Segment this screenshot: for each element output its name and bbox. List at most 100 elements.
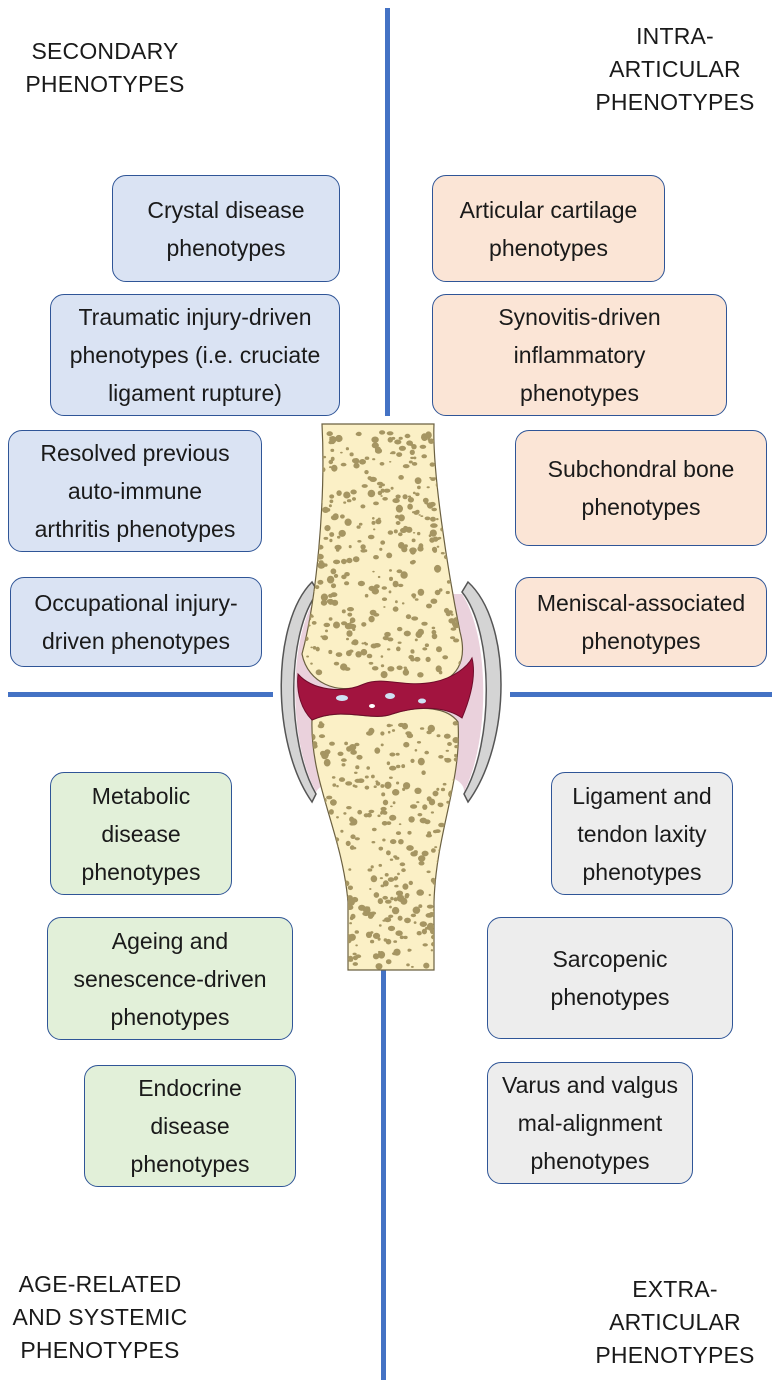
bone-pore bbox=[372, 666, 379, 670]
secondary-box-occupational-injury: Occupational injury- driven phenotypes bbox=[10, 577, 262, 667]
bone-pore bbox=[344, 881, 350, 887]
bone-pore bbox=[378, 576, 381, 578]
bone-pore bbox=[310, 509, 316, 515]
bone-pore bbox=[417, 486, 421, 490]
bone-pore bbox=[321, 892, 326, 896]
bone-pore bbox=[396, 521, 401, 525]
bone-pore bbox=[389, 777, 393, 779]
bone-pore bbox=[386, 850, 391, 855]
bone-pore bbox=[323, 456, 327, 458]
bone-pore bbox=[383, 636, 389, 640]
bone-pore bbox=[329, 504, 332, 507]
bone-pore bbox=[430, 462, 435, 466]
bone-pore bbox=[360, 504, 365, 508]
bone-pore bbox=[348, 907, 351, 910]
bone-pore bbox=[413, 532, 415, 534]
bone-pore bbox=[320, 893, 325, 899]
bone-pore bbox=[334, 961, 339, 965]
bone-pore bbox=[327, 576, 334, 584]
bone-pore bbox=[344, 581, 349, 585]
bone-pore bbox=[365, 457, 370, 460]
bone-pore bbox=[338, 752, 344, 756]
bone-pore bbox=[407, 504, 413, 510]
bone-pore bbox=[381, 671, 388, 678]
bone-pore bbox=[361, 622, 366, 627]
bone-pore bbox=[454, 754, 457, 757]
bone-pore bbox=[318, 467, 326, 473]
bone-pore bbox=[410, 450, 415, 455]
bone-pore bbox=[425, 643, 429, 647]
bone-pore bbox=[352, 497, 356, 501]
bone-pore bbox=[350, 490, 356, 495]
bone-pore bbox=[381, 655, 384, 658]
bone-pore bbox=[455, 853, 459, 856]
bone-pore bbox=[398, 642, 402, 644]
bone-pore bbox=[460, 488, 463, 490]
bone-pore bbox=[368, 537, 370, 539]
bone-pore bbox=[455, 816, 462, 820]
bone-pore bbox=[384, 489, 391, 493]
bone-pore bbox=[395, 600, 398, 603]
bone-pore bbox=[378, 898, 383, 904]
bone-pore bbox=[426, 657, 431, 662]
bone-pore bbox=[408, 497, 414, 503]
bone-pore bbox=[300, 565, 307, 572]
bone-pore bbox=[454, 832, 461, 836]
bone-pore bbox=[355, 944, 358, 946]
bone-pore bbox=[362, 642, 365, 644]
bone-pore bbox=[323, 856, 328, 860]
bone-pore bbox=[326, 931, 332, 936]
bone-pore bbox=[337, 948, 342, 952]
bone-pore bbox=[437, 944, 441, 947]
bone-pore bbox=[369, 477, 377, 482]
bone-pore bbox=[390, 897, 393, 901]
bone-pore bbox=[314, 848, 318, 851]
bone-pore bbox=[315, 539, 319, 542]
bone-pore bbox=[436, 788, 439, 791]
bone-pore bbox=[438, 803, 442, 807]
bone-pore bbox=[447, 482, 454, 488]
bone-pore bbox=[400, 898, 407, 905]
bone-pore bbox=[435, 590, 441, 595]
bone-pore bbox=[447, 509, 452, 513]
bone-pore bbox=[415, 639, 418, 642]
bone-pore bbox=[419, 543, 424, 548]
bone-pore bbox=[392, 952, 397, 955]
bone-pore bbox=[385, 873, 389, 877]
bone-pore bbox=[353, 953, 357, 956]
bone-pore bbox=[415, 493, 419, 497]
bone-pore bbox=[440, 942, 447, 946]
divider-horizontal-right bbox=[510, 692, 772, 697]
bone-pore bbox=[426, 604, 432, 609]
bone-pore bbox=[380, 731, 384, 735]
bone-pore bbox=[429, 894, 431, 896]
bone-pore bbox=[455, 622, 458, 625]
bone-pore bbox=[376, 963, 383, 969]
bone-pore bbox=[410, 851, 417, 856]
bone-pore bbox=[374, 584, 380, 588]
bone-pore bbox=[353, 956, 358, 961]
bone-pore bbox=[439, 923, 443, 926]
bone-pore bbox=[398, 475, 404, 480]
bone-pore bbox=[307, 514, 314, 519]
bone-pore bbox=[388, 530, 393, 534]
bone-pore bbox=[393, 606, 399, 611]
bone-pore bbox=[318, 453, 322, 457]
bone-pore bbox=[364, 813, 369, 817]
bone-pore bbox=[342, 609, 346, 613]
bone-pore bbox=[332, 880, 336, 883]
bone-pore bbox=[382, 839, 385, 842]
bone-pore bbox=[378, 491, 382, 496]
bone-pore bbox=[442, 655, 448, 659]
bone-pore bbox=[349, 822, 354, 825]
bone-pore bbox=[449, 555, 453, 557]
bone-pore bbox=[429, 799, 435, 806]
bone-pore bbox=[355, 779, 362, 783]
bone-pore bbox=[367, 907, 370, 909]
extra-box-sarcopenic: Sarcopenic phenotypes bbox=[487, 917, 733, 1039]
bone-pore bbox=[360, 549, 366, 553]
bone-pore bbox=[414, 788, 421, 794]
bone-pore bbox=[401, 868, 406, 872]
bone-pore bbox=[432, 627, 436, 630]
bone-pore bbox=[433, 548, 437, 553]
